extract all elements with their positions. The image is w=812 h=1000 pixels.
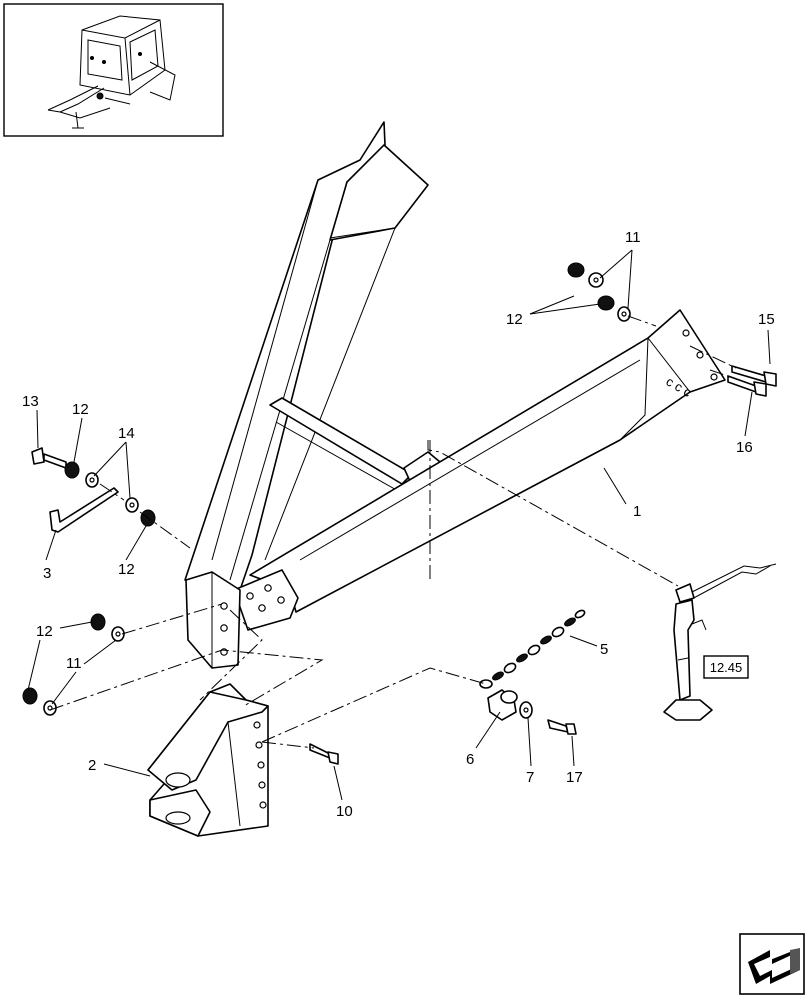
hitch-clevis [147, 683, 269, 837]
chain-hardware [487, 689, 577, 735]
previous-page-button[interactable] [739, 933, 805, 995]
callout-16: 16 [736, 439, 753, 456]
callouts: 1 2 3 5 6 7 10 11 11 12 12 12 12 13 14 1… [22, 229, 775, 820]
bolt-10 [309, 743, 339, 765]
overview-thumbnail[interactable] [3, 3, 224, 137]
reference-box[interactable]: 12.45 [703, 655, 749, 679]
safety-chain [479, 609, 586, 689]
callout-3: 3 [43, 565, 51, 582]
callout-1: 1 [633, 503, 641, 520]
callout-2: 2 [88, 757, 96, 774]
callout-13: 13 [22, 393, 39, 410]
reference-label: 12.45 [710, 660, 743, 675]
right-hardware [567, 262, 777, 397]
callout-11-right: 11 [625, 229, 641, 246]
hitch-frame: c c c [184, 121, 726, 669]
callout-7: 7 [526, 769, 534, 786]
callout-12-lower-left: 12 [36, 623, 53, 640]
callout-12-top-left: 12 [72, 401, 89, 418]
assembly-lines [49, 315, 737, 749]
callout-14: 14 [118, 425, 135, 442]
callout-11-left: 11 [66, 655, 82, 672]
baler-thumbnail-icon [47, 15, 176, 129]
callout-15: 15 [758, 311, 775, 328]
callout-12-right: 12 [506, 311, 523, 328]
callout-12-mid-left: 12 [118, 561, 135, 578]
callout-5: 5 [600, 641, 608, 658]
callout-6: 6 [466, 751, 474, 768]
leader-lines [27, 249, 771, 801]
previous-page-arrow-icon [748, 948, 800, 984]
callout-17: 17 [566, 769, 583, 786]
callout-10: 10 [336, 803, 353, 820]
jack-stand [663, 563, 777, 721]
